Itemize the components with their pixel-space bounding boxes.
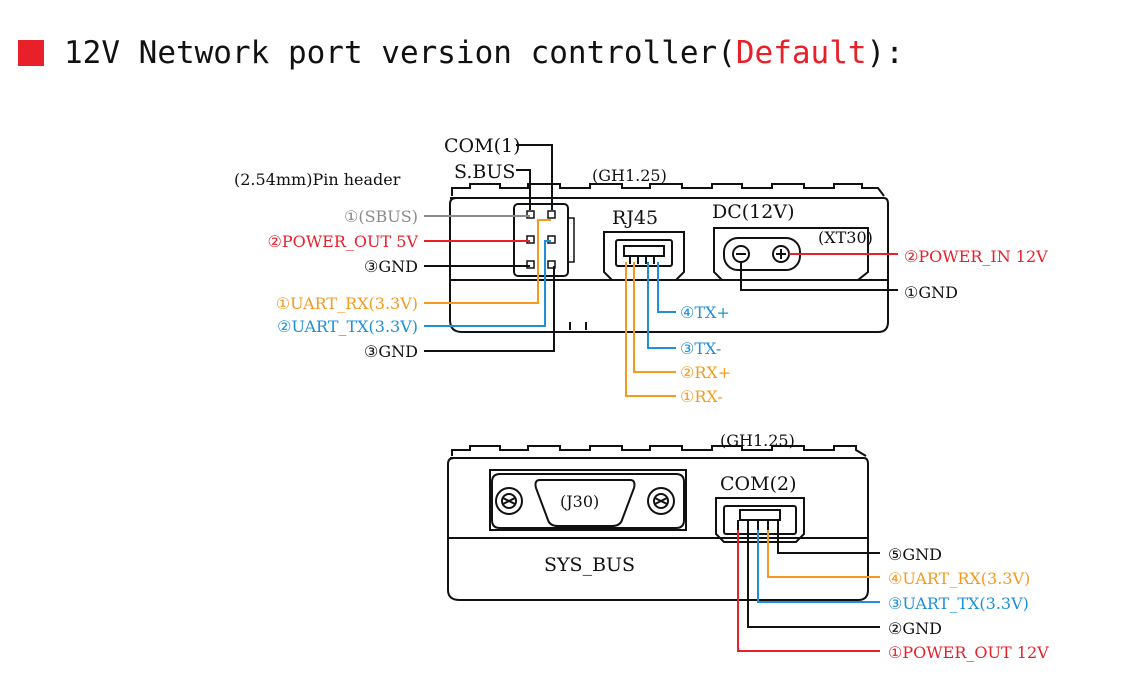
dc-pin-label: ①GND — [904, 283, 958, 302]
page-header: 12V Network port version controller(Defa… — [18, 28, 904, 78]
left-pin-label: ②UART_TX(3.3V) — [277, 317, 418, 336]
rj45-pin-label: ③TX- — [680, 339, 721, 358]
j30-connector — [489, 469, 687, 531]
rj45-connector — [603, 231, 685, 281]
dc-pin-labels: ②POWER_IN 12V ①GND — [904, 247, 1048, 302]
rj45-pin-labels: ④TX+ ③TX- ②RX+ ①RX- — [680, 303, 731, 406]
rj45-wires — [625, 262, 676, 397]
top-gh-label: (GH1.25) — [592, 166, 667, 185]
com1-label: COM(1) — [444, 135, 520, 157]
dc-pin-label: ②POWER_IN 12V — [904, 247, 1048, 266]
j30-label: (J30) — [560, 492, 599, 511]
rj45-label: RJ45 — [612, 207, 658, 229]
header-title-prefix: 12V Network port version controller( — [64, 35, 736, 71]
left-pin-wires — [424, 215, 555, 352]
bottom-controller-body — [447, 445, 869, 601]
com2-connector — [715, 497, 805, 543]
com2-pin-label: ①POWER_OUT 12V — [888, 643, 1049, 662]
dc-wires — [740, 253, 898, 291]
com2-pin-label: ④UART_RX(3.3V) — [888, 569, 1030, 588]
dc-label: DC(12V) — [712, 201, 795, 223]
left-pin-label: ③GND — [364, 257, 418, 276]
sbus-label: S.BUS — [454, 161, 515, 183]
com1-sbus-callouts — [516, 144, 553, 210]
com2-wires — [737, 530, 880, 652]
left-pin-label: ①(SBUS) — [344, 207, 418, 226]
com2-label: COM(2) — [720, 473, 796, 495]
left-pin-label: ③GND — [364, 342, 418, 361]
rj45-pin-label: ④TX+ — [680, 303, 730, 322]
left-pin-label: ①UART_RX(3.3V) — [276, 294, 418, 313]
sysbus-label: SYS_BUS — [544, 554, 635, 576]
com2-pin-label: ③UART_TX(3.3V) — [888, 594, 1029, 613]
header-bullet — [18, 40, 44, 66]
header-title-highlight: Default — [735, 35, 867, 71]
left-pin-label: ②POWER_OUT 5V — [268, 232, 419, 251]
rj45-pin-label: ②RX+ — [680, 363, 731, 382]
com2-pin-labels: ⑤GND ④UART_RX(3.3V) ③UART_TX(3.3V) ②GND … — [888, 545, 1049, 662]
pin-header-label: (2.54mm)Pin header — [234, 170, 401, 189]
bottom-gh-label: (GH1.25) — [720, 431, 795, 450]
left-pin-labels: ①(SBUS) ②POWER_OUT 5V ③GND ①UART_RX(3.3V… — [268, 207, 419, 361]
com2-pin-label: ⑤GND — [888, 545, 942, 564]
rj45-pin-label: ①RX- — [680, 387, 723, 406]
header-title-suffix: ): — [866, 35, 904, 71]
com2-pin-label: ②GND — [888, 619, 942, 638]
xt30-label: (XT30) — [818, 228, 873, 247]
pin-header — [513, 203, 575, 277]
